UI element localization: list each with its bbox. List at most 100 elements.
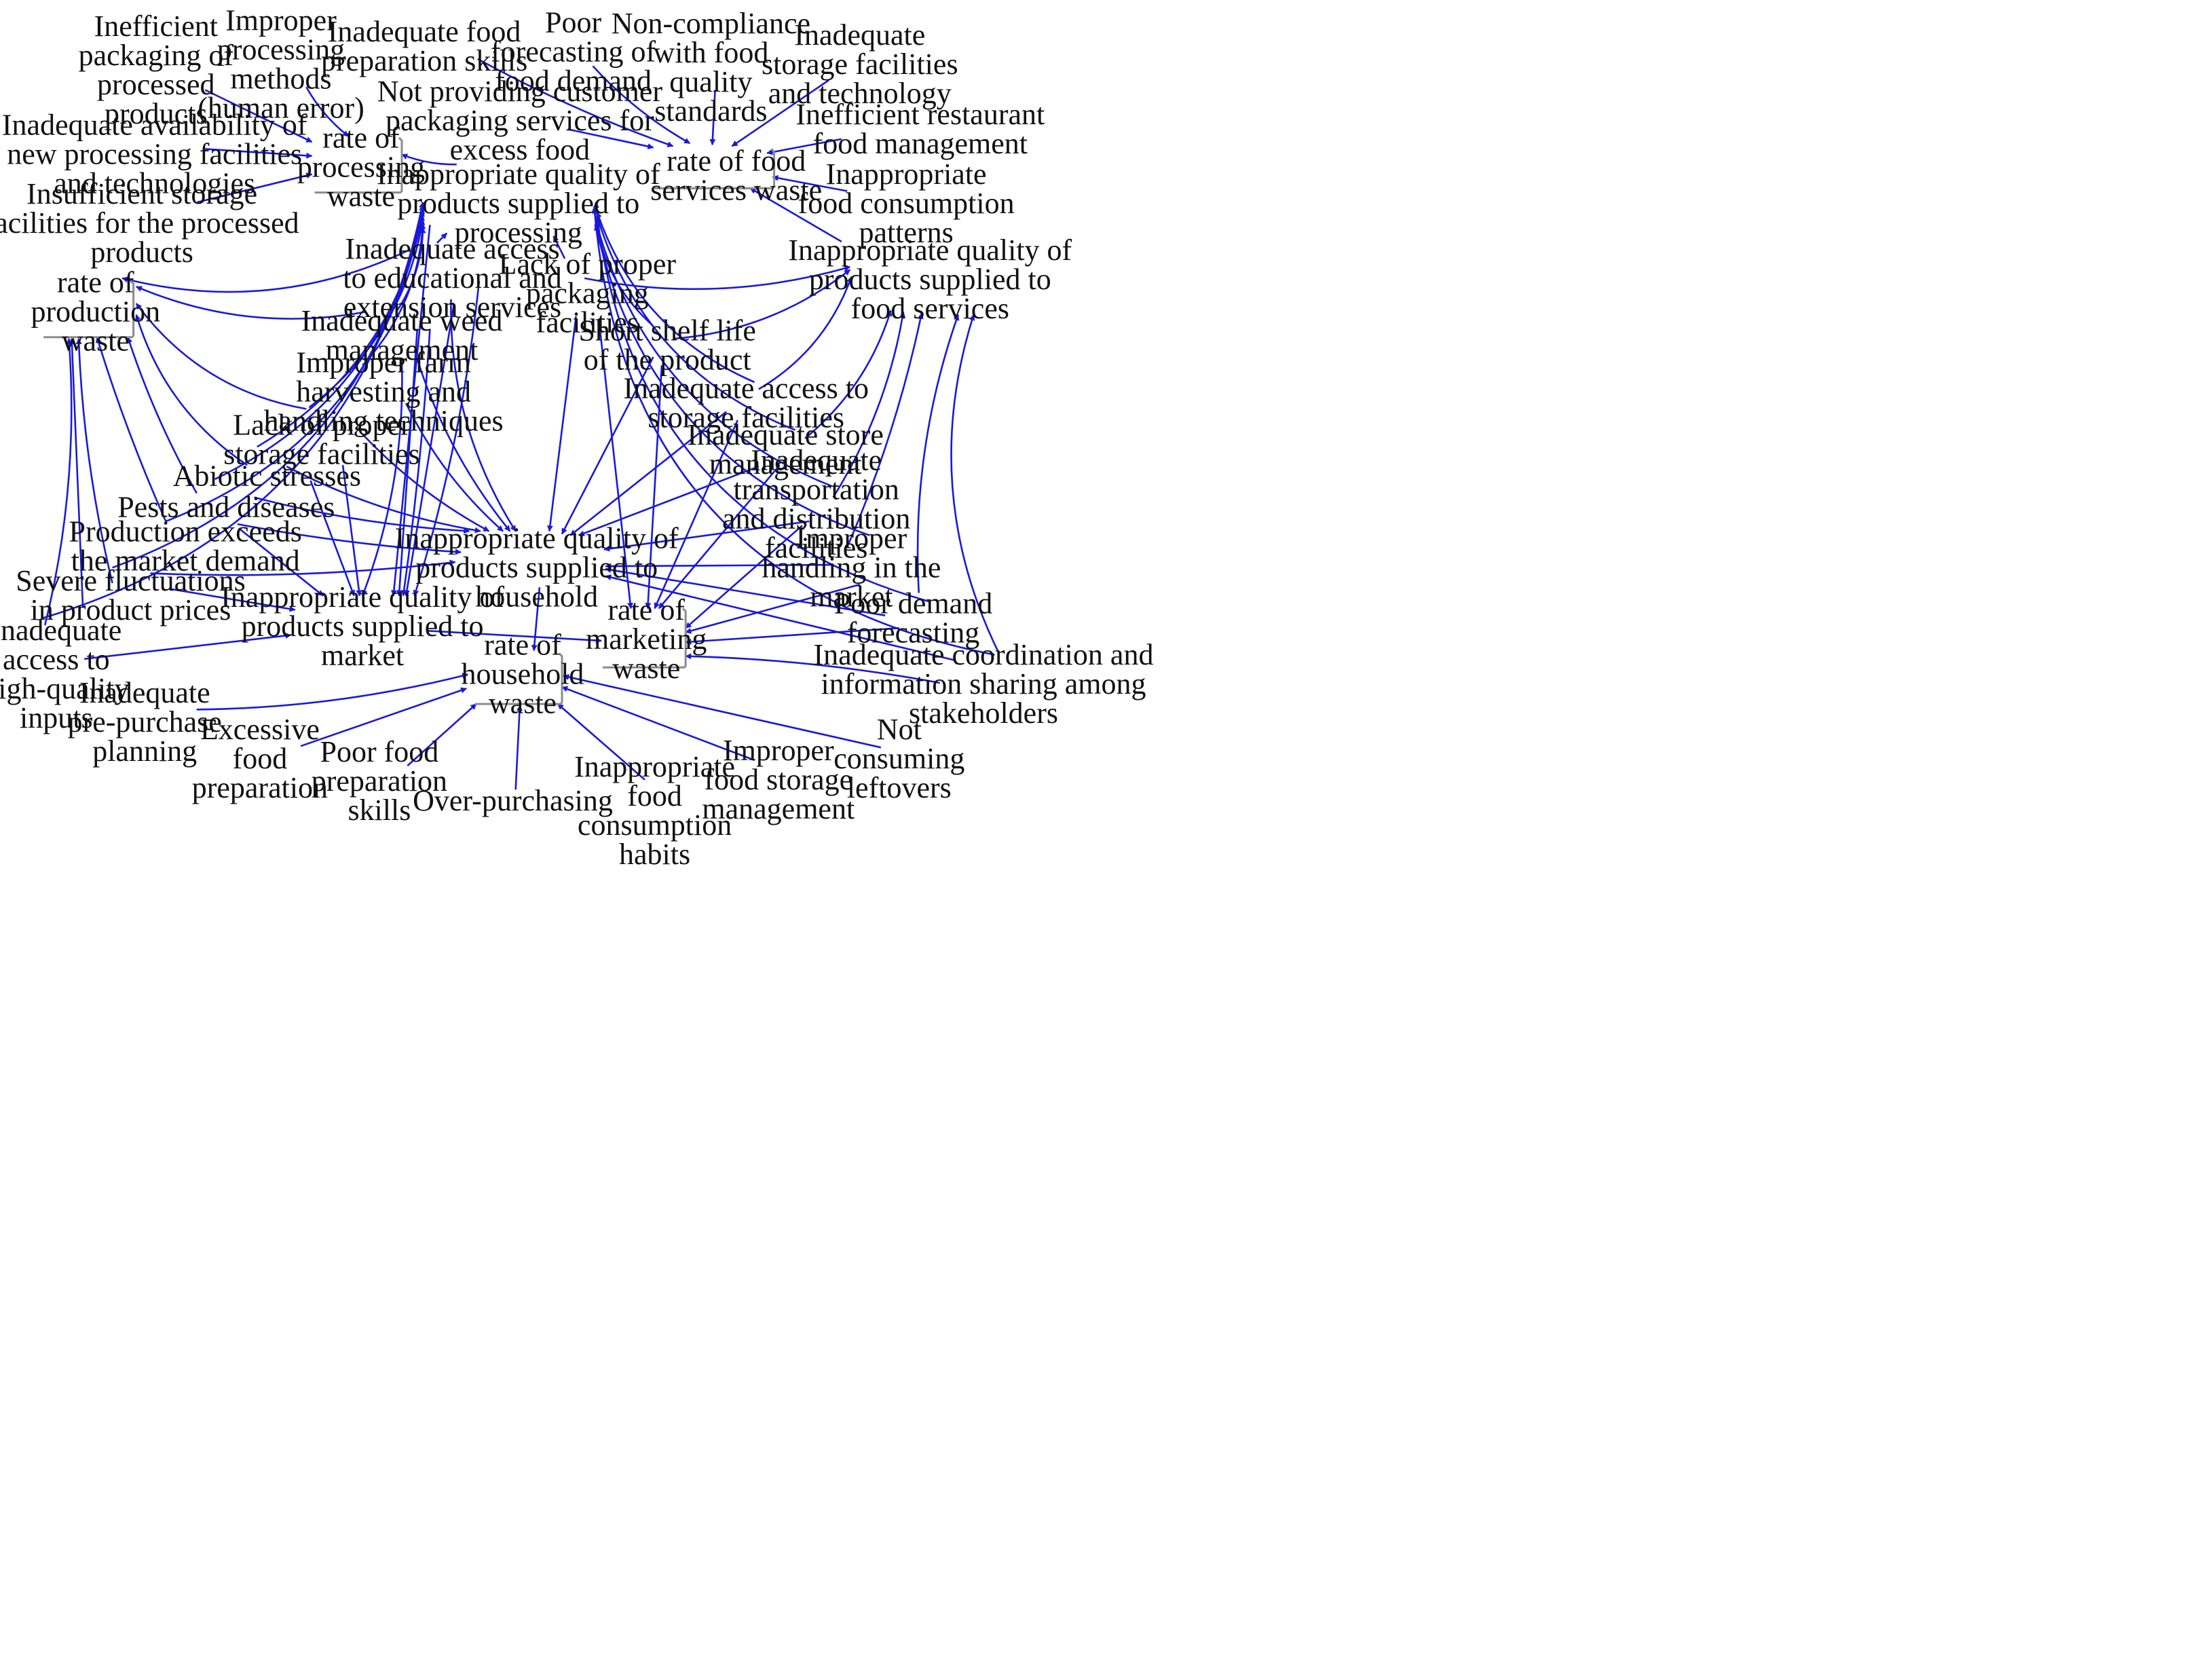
label-line: household [462,658,584,691]
causal-link-89 [557,703,645,781]
label-line: Pests and diseases [117,490,335,523]
causal-link-71 [309,480,355,597]
label-line: handling in the [762,550,941,584]
label-line: methods [230,62,331,96]
causal-link-10 [567,128,654,150]
label-line: products supplied to [397,187,639,220]
label-line: forecasting of [491,35,656,69]
label-line: food services [851,292,1009,325]
label-line: Inadequate [0,614,121,647]
label-line: Inadequate store [687,418,884,451]
label-line: skills [348,794,411,827]
label-line: quality [669,65,752,98]
label-line: Inefficient restaurant [795,98,1045,131]
causal-links [41,58,1000,790]
label-line: packaging [526,277,649,310]
label-line: Inefficient [94,10,218,43]
causal-link-73 [168,588,296,612]
label-line: food consumption [798,187,1015,220]
causal-link-31 [436,232,448,244]
causal-link-14 [121,249,409,293]
causal-link-83 [685,653,941,684]
causal-link-67 [396,329,419,597]
causal-link-77 [645,365,663,610]
label-line: Excessive [200,713,320,746]
causal-link-66 [400,329,431,597]
causal-link-65 [404,304,455,597]
label-line: facilities for the processed [0,206,299,240]
label-line: services waste [650,173,822,206]
causal-link-62 [605,567,886,616]
label-line: patterns [859,216,953,249]
label-line: waste [62,324,130,358]
label-line: market [321,639,404,672]
causal-link-91 [563,674,882,749]
causal-link-28 [308,219,426,409]
label-line: household [475,580,598,613]
label-line: management [702,792,855,825]
label-line: Inadequate [79,676,210,709]
causal-link-40 [584,265,851,291]
label-line: high-quality [0,672,129,705]
label-line: stakeholders [909,696,1058,730]
causal-link-4 [196,172,313,204]
label-line: of the product [584,343,751,377]
label-line: Improper [225,4,337,37]
label-line: access to [3,643,110,676]
label-line: rate of food [667,144,806,177]
label-line: products [105,97,208,130]
causal-link-63 [605,574,956,662]
label-line: processing [297,150,425,183]
causal-link-56 [546,316,577,532]
stock-frame-rate-marketing-waste [603,608,687,669]
label-line: Inadequate access to [623,372,869,405]
label-line: Inappropriate [826,157,987,191]
causal-link-82 [685,627,899,645]
label-line: Inadequate availability of [2,109,307,142]
label-line: forecasting [847,616,979,649]
label-line: Inappropriate quality of [221,580,504,614]
label-line: food storage [704,763,852,796]
label-line: Severe fluctuations [16,564,245,597]
causal-link-48 [450,299,517,532]
label-line: rate of [322,121,400,154]
label-line: Improper [796,521,907,555]
label-line: management [326,333,479,367]
label-line: planning [92,734,197,768]
stock-frame-rate-food-services-waste [653,148,776,189]
causal-link-18 [126,336,198,494]
stock-frame-rate-processing-waste [314,136,403,194]
label-line: Lack of proper [233,408,411,441]
causal-link-41 [674,269,851,340]
label-line: rate of [607,593,685,627]
causal-link-84 [531,587,541,652]
label-line: handling techniques [264,405,504,438]
causal-link-20 [75,338,113,584]
variable-abiotic-stresses: Abiotic stresses [173,460,361,493]
causal-link-9 [731,79,830,147]
causal-link-17 [134,314,248,466]
label-line: harvesting and [296,375,471,409]
causal-link-52 [286,466,481,534]
label-line: waste [489,687,557,720]
label-line: packaging of [79,39,234,72]
